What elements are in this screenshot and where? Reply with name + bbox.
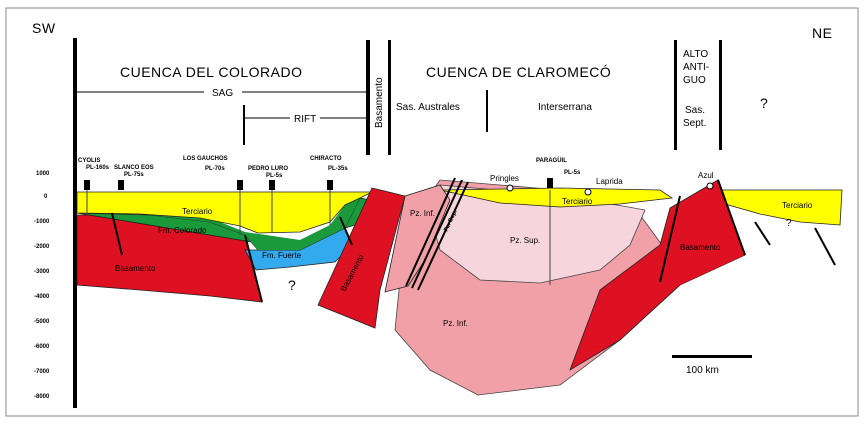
depth-tick: -1000 [34, 219, 50, 225]
claromeco-alto-divider [674, 40, 677, 150]
town-label: Pringles [490, 174, 519, 183]
well-marker [118, 180, 124, 190]
unit-label-basamento: Basamento [115, 264, 156, 273]
unit-label-basamento: Basamento [680, 243, 721, 252]
depth-tick: -4000 [34, 294, 50, 300]
town-marker [585, 189, 591, 195]
well-name: PEDRO LURO [248, 166, 288, 172]
sw-label: SW [32, 20, 56, 36]
well-code: PL-160s [86, 165, 110, 171]
unit-label-fm-colorado: Fm. Colorado [158, 226, 207, 235]
well-marker [84, 180, 90, 190]
question-mark: ? [288, 277, 296, 293]
cuenca-claromeco-title: CUENCA DE CLAROMECÓ [426, 64, 611, 80]
well-code: PL-35s [328, 166, 348, 172]
scale-bar-label: 100 km [686, 365, 719, 376]
basamento-vertical-label: Basamento [374, 77, 385, 128]
well-marker [327, 180, 333, 190]
depth-tick: -7000 [34, 369, 50, 375]
well-code: PL-75s [124, 172, 144, 178]
cuenca-colorado-title: CUENCA DEL COLORADO [120, 64, 302, 80]
well-name: PARAGÜIL [536, 157, 567, 164]
depth-tick: -6000 [34, 344, 50, 350]
well-code: PL-5s [564, 170, 581, 176]
well-name: CHIRACTO [310, 156, 342, 162]
town-marker [707, 183, 713, 189]
unit-label-terciario: Terciario [562, 197, 593, 206]
alto-antiguo-line3: GUO [683, 75, 706, 86]
well-code: PL-5s [266, 173, 283, 179]
rift-left-tick [243, 105, 245, 145]
unit-label-pz-inf: Pz. Inf. [410, 209, 435, 218]
depth-tick: -8000 [34, 394, 50, 400]
sas-sept-line2: Sept. [683, 118, 706, 129]
sag-label: SAG [212, 88, 233, 99]
depth-tick: 1000 [36, 171, 50, 177]
alto-antiguo-line1: ALTO [683, 49, 708, 60]
question-top: ? [760, 95, 768, 111]
ne-label: NE [812, 25, 832, 41]
rift-label: RIFT [294, 114, 316, 125]
sas-interserrana-divider [486, 90, 488, 132]
unit-label-fm-fuerte: Fm. Fuerte [262, 251, 302, 260]
unit-label-pz-sup: Pz. Sup. [510, 236, 540, 245]
interserrana-label: Interserrana [538, 102, 592, 113]
well-marker [237, 180, 243, 190]
alto-antiguo-line2: ANTI- [683, 62, 709, 73]
sas-sept-line1: Sas. [685, 105, 705, 116]
unit-label-terciario: Terciario [182, 207, 213, 216]
unit-label-terciario: Terciario [782, 201, 813, 210]
well-name: CYOLIS [78, 158, 100, 164]
sas-australes-label: Sas. Australes [396, 102, 460, 113]
town-marker [507, 185, 513, 191]
basamento-divider [388, 40, 391, 155]
alto-sept-divider [719, 40, 722, 150]
colorado-claromeco-divider [366, 40, 370, 155]
town-label: Azul [698, 171, 714, 180]
depth-tick: -2000 [34, 244, 50, 250]
well-name: LOS GAUCHOS [183, 156, 228, 162]
well-code: PL-70s [205, 166, 225, 172]
left-axis-bar [73, 38, 77, 408]
depth-tick: -3000 [34, 269, 50, 275]
well-marker [547, 178, 553, 188]
scale-bar [672, 355, 752, 358]
question-mark: ? [786, 218, 792, 229]
well-marker [269, 180, 275, 190]
depth-tick: -5000 [34, 319, 50, 325]
town-label: Laprida [596, 177, 623, 186]
well-name: SLANCO EOS [114, 165, 154, 171]
unit-label-pz-inf: Pz. Inf. [443, 319, 468, 328]
